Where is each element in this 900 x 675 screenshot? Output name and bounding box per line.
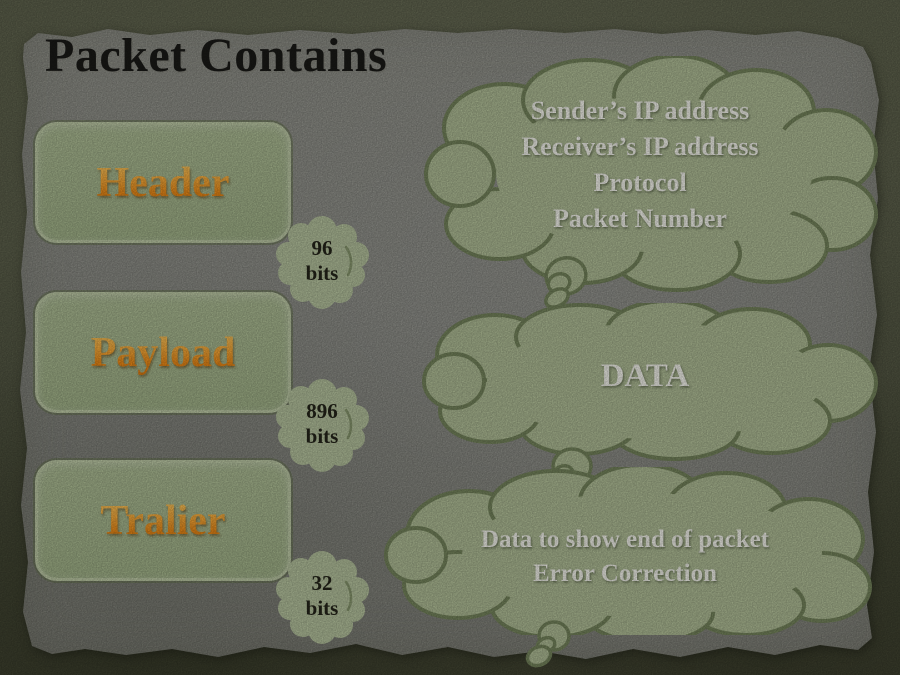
cloud-line: Receiver’s IP address	[521, 132, 759, 161]
bit-size-cloud-trailer: 32 bits	[270, 544, 374, 648]
cloud-line: Packet Number	[552, 204, 727, 233]
bit-value: 32	[311, 571, 333, 596]
cloud-line: Protocol	[593, 168, 687, 197]
cloud-line: DATA	[600, 358, 690, 394]
payload-box: Payload	[35, 292, 291, 413]
payload-cloud-text: DATA	[430, 357, 860, 395]
cloud-line: Sender’s IP address	[530, 96, 750, 125]
header-cloud-text: Sender’s IP address Receiver’s IP addres…	[430, 93, 850, 237]
cloud-line: Error Correction	[533, 560, 717, 587]
bit-size-text: 32 bits	[270, 544, 374, 648]
payload-box-label: Payload	[90, 329, 236, 376]
trailer-box: Tralier	[35, 460, 291, 581]
bit-unit: bits	[305, 596, 339, 620]
bit-size-text: 96 bits	[270, 209, 374, 313]
cloud-line: Data to show end of packet	[480, 526, 770, 553]
bit-value: 96	[311, 236, 333, 261]
trailer-cloud-text: Data to show end of packet Error Correct…	[395, 523, 855, 591]
trailer-box-label: Tralier	[100, 497, 226, 544]
bit-size-text: 896 bits	[270, 372, 374, 476]
thought-trail-bubbles-3	[525, 620, 571, 668]
slide-title: Packet Contains	[45, 29, 388, 82]
bit-size-cloud-payload: 896 bits	[270, 372, 374, 476]
header-box-label: Header	[96, 159, 230, 206]
bit-value: 896	[306, 399, 338, 424]
bit-unit: bits	[305, 261, 339, 285]
header-box: Header	[35, 122, 291, 243]
bit-unit: bits	[305, 424, 339, 448]
bit-size-cloud-header: 96 bits	[270, 209, 374, 313]
